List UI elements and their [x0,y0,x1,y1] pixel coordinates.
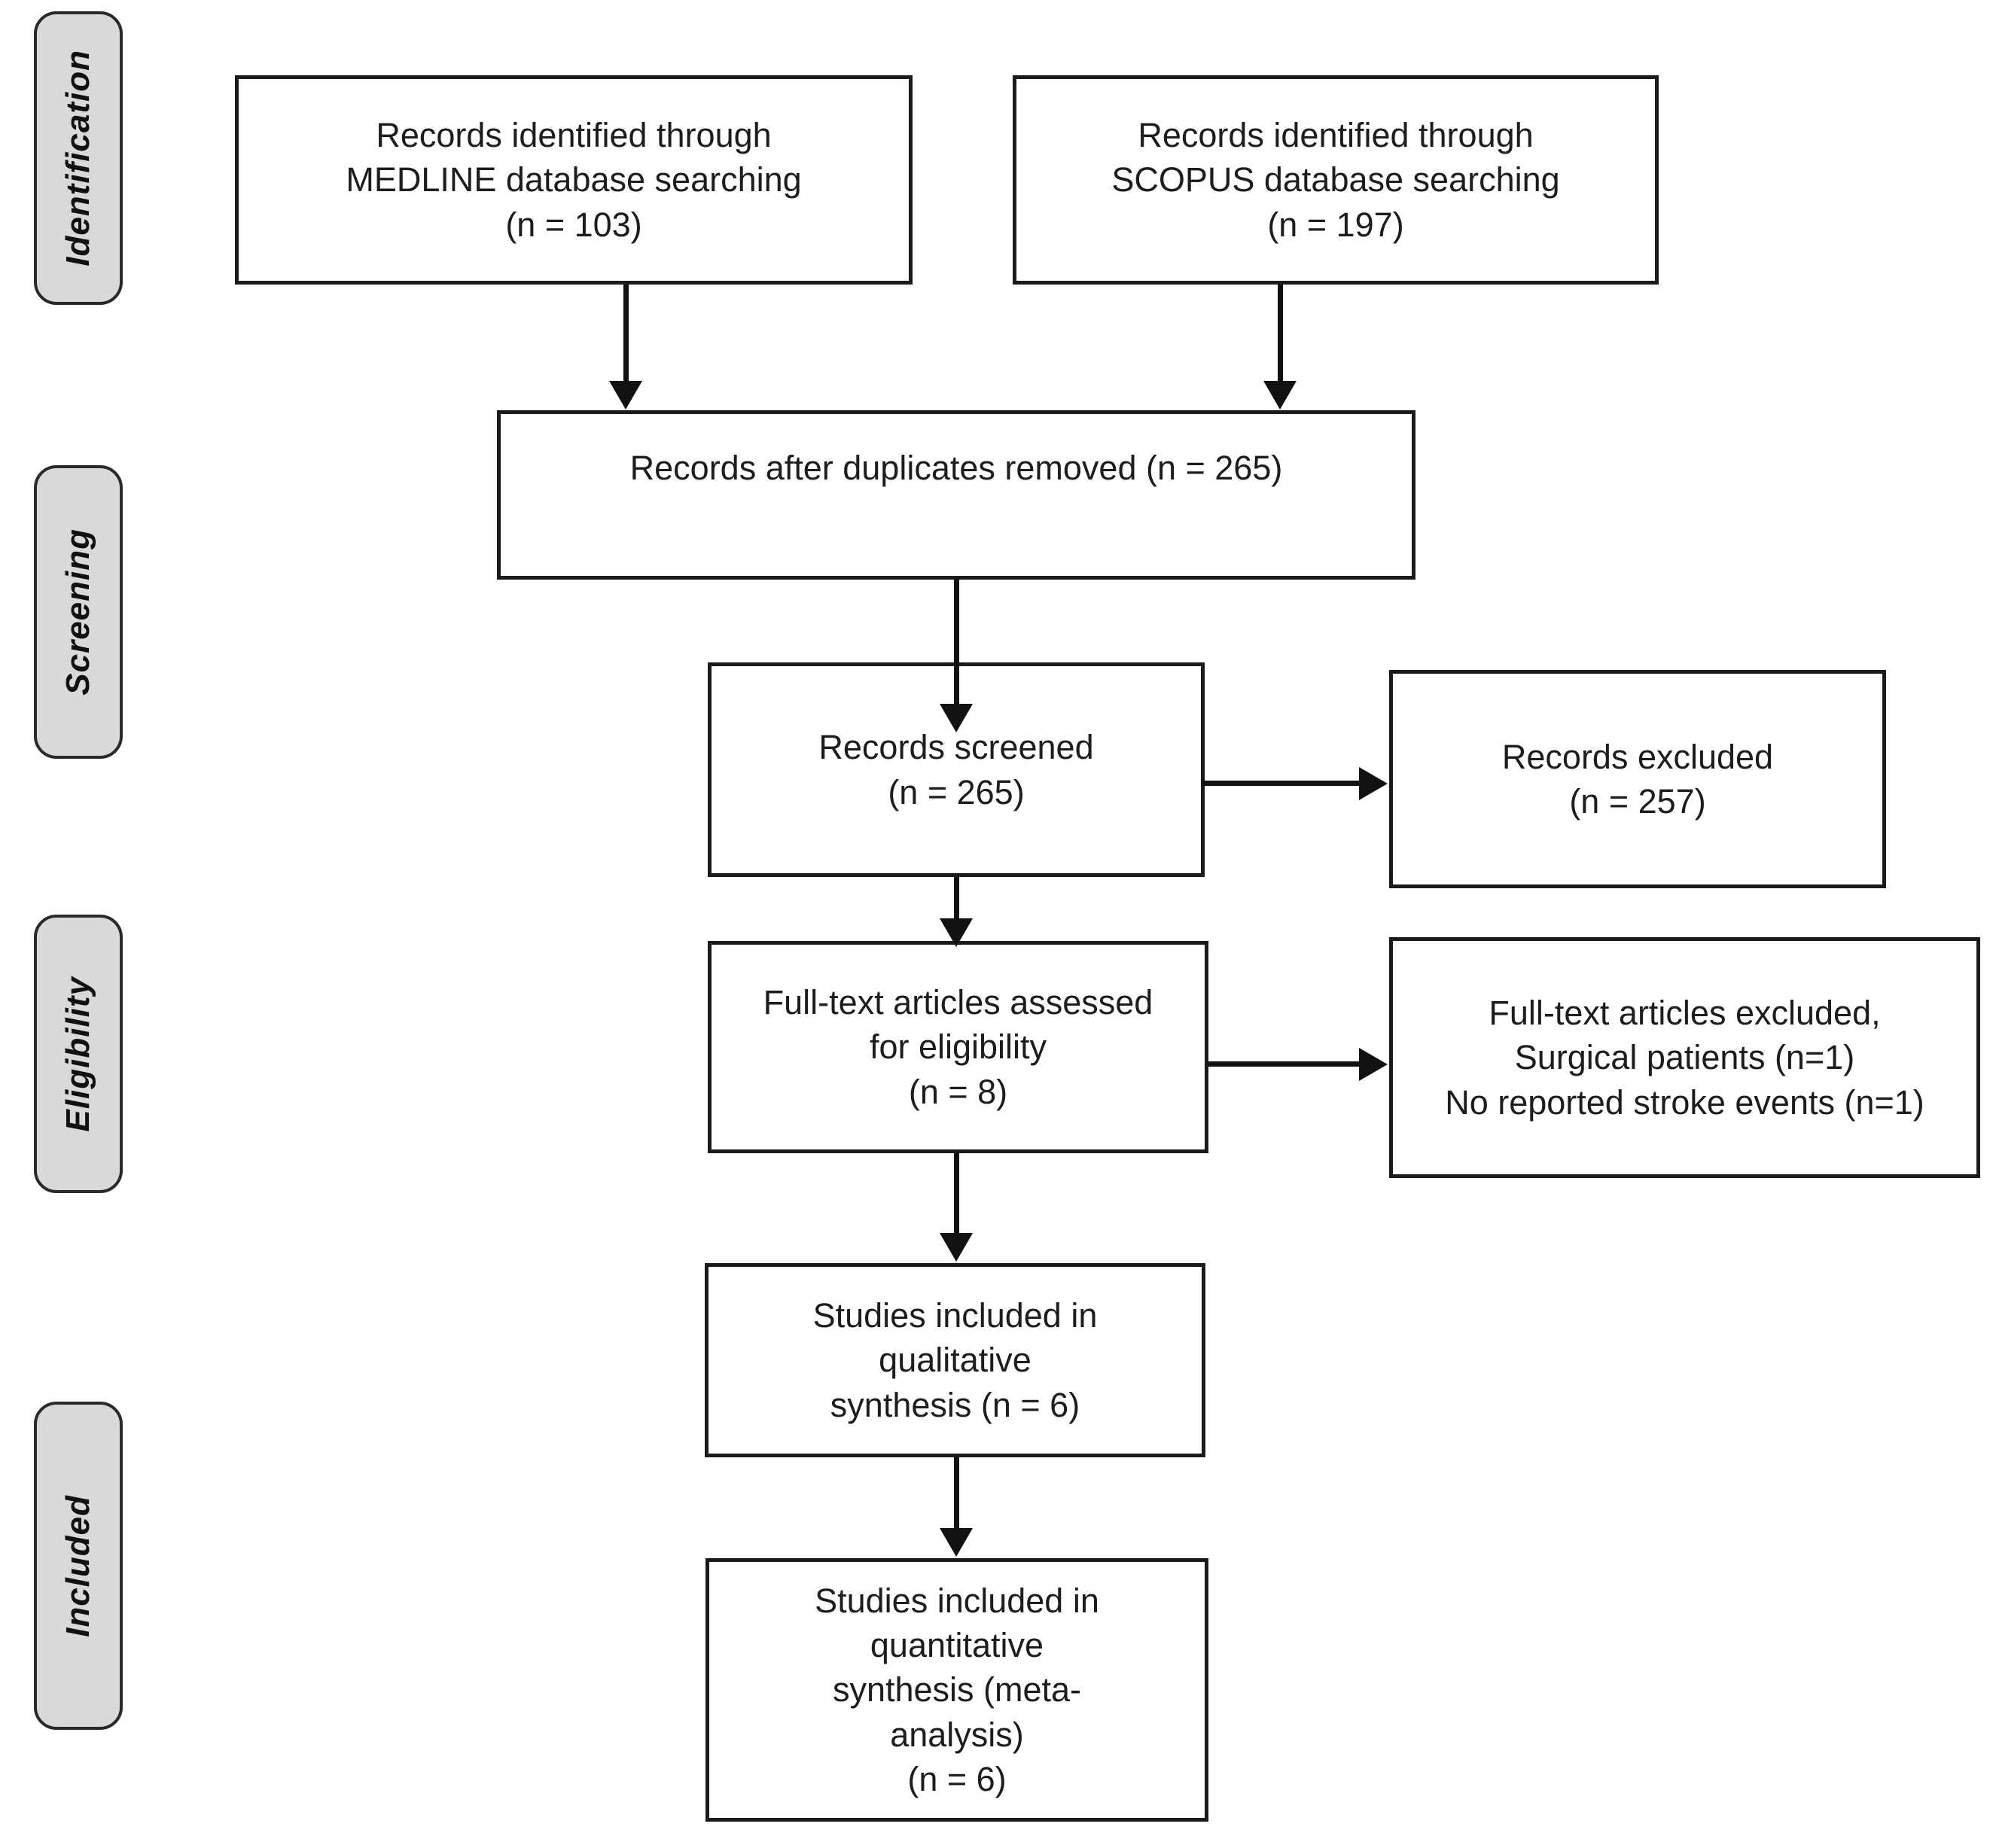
box-fulltext-articles-assessed: Full-text articles assessed for eligibil… [708,941,1208,1153]
box-text-line: SCOPUS database searching [1111,160,1560,199]
box-text-line: Records after duplicates removed (n = 26… [629,449,1283,487]
stage-label-identification: Identification [34,11,123,305]
arrow-shaft [623,285,629,381]
box-text-line: quantitative [870,1625,1044,1664]
stage-label-text: Eligibility [59,976,96,1132]
box-fulltext-articles-excluded: Full-text articles excluded, Surgical pa… [1389,937,1980,1178]
box-text-line: No reported stroke events (n=1) [1445,1082,1924,1122]
arrow-down-icon [940,704,973,732]
arrow-shaft [1278,285,1283,381]
box-text-line: (n = 103) [505,205,642,244]
box-text-line: (n = 197) [1267,205,1404,244]
stage-label-text: Included [59,1494,96,1637]
stage-label-eligibility: Eligibility [34,915,123,1193]
box-text-line: qualitative [879,1341,1032,1380]
box-text-line: Records identified through [1138,115,1534,154]
box-text-line: Studies included in [812,1295,1098,1335]
box-records-excluded: Records excluded (n = 257) [1389,670,1886,888]
stage-label-text: Identification [59,50,96,266]
box-text-line: (n = 8) [908,1072,1008,1111]
box-text-line: Full-text articles excluded, [1489,993,1881,1032]
box-text-line: synthesis (n = 6) [830,1385,1080,1424]
box-studies-quantitative-synthesis: Studies included in quantitative synthes… [705,1558,1208,1822]
arrow-down-icon [940,918,973,947]
box-text-line: Records identified through [376,115,772,154]
arrow-shaft [954,1153,959,1233]
arrow-down-icon [940,1528,973,1557]
box-text-line: Studies included in [815,1581,1099,1620]
arrow-shaft [954,877,959,918]
box-text-line: (n = 257) [1569,782,1706,820]
arrow-shaft [954,1457,959,1528]
arrow-down-icon [609,381,642,409]
box-text-line: (n = 265) [888,772,1025,811]
arrow-right-icon [1359,1048,1388,1081]
box-records-identified-medline: Records identified through MEDLINE datab… [235,75,913,285]
box-text-line: Full-text articles assessed [763,982,1153,1021]
arrow-shaft [1208,1061,1359,1067]
arrow-shaft [954,580,959,704]
box-text-line: Records excluded [1501,737,1774,776]
arrow-down-icon [1263,381,1297,409]
box-text-line: Surgical patients (n=1) [1514,1038,1855,1077]
box-text-line: MEDLINE database searching [346,160,802,199]
box-text-line: (n = 6) [907,1760,1007,1799]
stage-label-text: Screening [59,528,96,696]
arrow-shaft [1202,781,1359,786]
box-studies-qualitative-synthesis: Studies included in qualitative synthesi… [705,1263,1205,1457]
box-records-identified-scopus: Records identified through SCOPUS databa… [1013,75,1659,285]
arrow-right-icon [1359,767,1388,800]
box-records-after-duplicates-removed: Records after duplicates removed (n = 26… [497,410,1415,580]
box-text-line: synthesis (meta- [832,1670,1082,1709]
arrow-down-icon [940,1233,973,1262]
box-text-line: analysis) [890,1715,1024,1754]
box-text-line: Records screened [818,728,1094,767]
stage-label-screening: Screening [34,465,123,759]
box-text-line: for eligibility [869,1028,1047,1067]
stage-label-included: Included [34,1402,123,1730]
